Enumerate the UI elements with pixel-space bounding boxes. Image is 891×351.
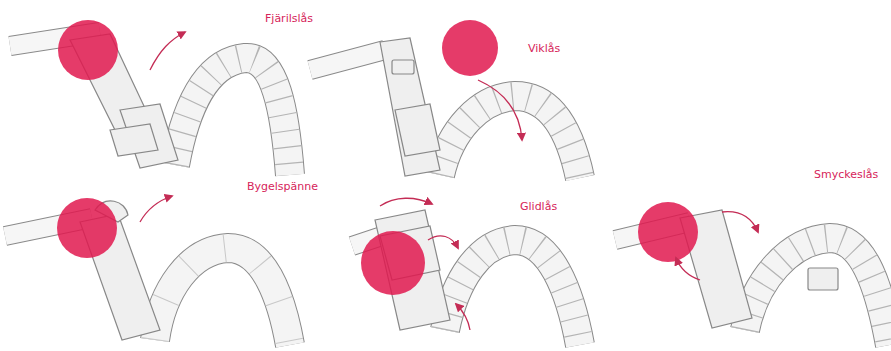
clasp-label: Bygelspänne [247,180,318,193]
clasp-label: Fjärilslås [265,12,313,25]
fold-clasp [310,20,580,178]
clasp-label: Viklås [528,42,560,55]
buckle-clasp [5,196,290,345]
butterfly-clasp [10,20,290,175]
jewellery-clasp [615,202,890,345]
clasp-label: Glidlås [520,200,557,213]
clasp-label: Smyckeslås [814,168,878,181]
slide-clasp [352,198,580,345]
